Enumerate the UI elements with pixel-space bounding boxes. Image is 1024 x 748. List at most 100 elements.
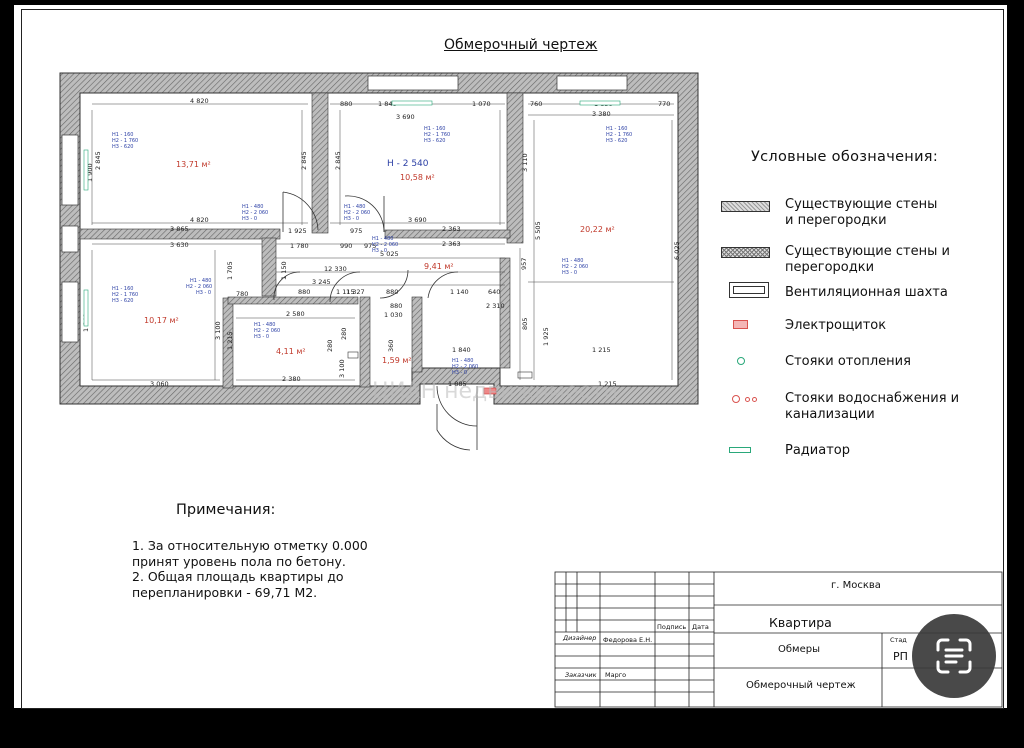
dim-label: 1 885: [448, 380, 467, 388]
dim-label: 2 845: [334, 151, 342, 170]
height-mark: Н1 - 480: [242, 204, 263, 210]
height-mark: Н1 - 480: [452, 358, 473, 364]
height-mark: Н3 - 620: [424, 138, 445, 144]
stamp-designer-name: Федорова Е.Н.: [603, 636, 653, 644]
room-areas: 13,71 м² 10,58 м² 20,22 м² 9,41 м² 10,17…: [144, 159, 615, 365]
stamp-designer-label: Дизайнер: [563, 634, 597, 642]
height-mark: Н2 - 1 760: [606, 132, 632, 138]
height-mark: Н3 - 0: [254, 334, 269, 340]
note-line: перепланировки - 69,71 М2.: [132, 585, 318, 600]
scan-text-icon: [936, 638, 972, 674]
stamp-podpis: Подпись: [657, 623, 687, 631]
dim-label: 1 705: [226, 261, 234, 280]
dim-label: 3 100: [338, 359, 346, 378]
vent-shaft-icon: [729, 282, 769, 298]
room-area: 9,41 м²: [424, 262, 454, 271]
dim-label: 2 363: [442, 225, 461, 233]
doors: [273, 191, 478, 451]
dim-label: 1 840: [452, 346, 471, 354]
plan-symbols: [83, 100, 621, 395]
electrical-panel-icon: [733, 320, 748, 329]
room-area: 1,59 м²: [382, 356, 412, 365]
dim-label: 770: [658, 100, 670, 108]
dim-label: 780: [236, 290, 248, 298]
stamp-city: г. Москва: [831, 580, 881, 591]
room-area: 10,17 м²: [144, 316, 179, 325]
legend-label: Существующие стены и: [785, 244, 950, 259]
legend-label: и перегородки: [785, 213, 887, 228]
dim-label: 1 140: [450, 288, 469, 296]
dim-label: 3 865: [170, 225, 189, 233]
dim-label: 760: [530, 100, 542, 108]
height-mark: Н3 - 0: [344, 216, 359, 222]
dim-label: 880: [386, 288, 398, 296]
scan-text-button[interactable]: [912, 614, 996, 698]
room-area: 20,22 м²: [580, 225, 615, 234]
height-mark: Н2 - 2 060: [186, 284, 212, 290]
dim-label: 4 820: [190, 216, 209, 224]
height-mark: Н2 - 2 060: [372, 242, 398, 248]
dim-label: 1 925: [288, 227, 307, 235]
room-area: 13,71 м²: [176, 160, 211, 169]
dim-label: 975: [364, 242, 376, 250]
height-mark: Н2 - 2 060: [452, 364, 478, 370]
dim-label: 2 845: [300, 151, 308, 170]
stamp-stage-value: РП: [893, 650, 908, 663]
dim-label: 360: [387, 340, 395, 352]
watermark: ЦИАН недвижимости: [372, 379, 618, 404]
legend-label: Вентиляционная шахта: [785, 285, 948, 300]
radiator-icon: [83, 289, 89, 327]
legend-label: перегородки: [785, 260, 875, 275]
hatched-wall-icon: [721, 201, 770, 212]
dim-label: 1 900: [86, 163, 94, 182]
height-mark: Н3 - 0: [372, 248, 387, 254]
dim-label: 2 310: [486, 302, 505, 310]
stamp-object: Квартира: [769, 615, 832, 630]
radiator-icon: [579, 100, 621, 106]
dim-label: 1 925: [542, 327, 550, 346]
stamp-customer-label: Заказчик: [565, 671, 597, 679]
dim-label: 2 363: [442, 240, 461, 248]
note-line: принят уровень пола по бетону.: [132, 554, 346, 569]
stamp-section: Обмеры: [778, 644, 820, 655]
dim-label: 975: [350, 227, 362, 235]
height-mark: Н2 - 1 760: [112, 138, 138, 144]
height-mark: Н1 - 160: [112, 286, 133, 292]
dim-label: 880: [298, 288, 310, 296]
dim-label: 880: [340, 100, 352, 108]
legend-label: Стояки отопления: [785, 354, 911, 369]
stamp-sheet-name: Обмерочный чертеж: [746, 680, 856, 691]
legend-label: Электрощиток: [785, 318, 887, 333]
dim-label: 3 245: [312, 278, 331, 286]
dim-label: 1 070: [472, 100, 491, 108]
dim-label: 2 580: [286, 310, 305, 318]
height-mark: Н1 - 480: [254, 322, 275, 328]
height-mark: Н1 - 160: [112, 132, 133, 138]
dim-label: 1 215: [226, 331, 234, 350]
legend-label: Радиатор: [785, 443, 850, 458]
ceiling-height-label: Н - 2 540: [387, 159, 429, 169]
dim-label: 1 215: [592, 346, 611, 354]
legend-title: Условные обозначения:: [751, 149, 939, 165]
note-line: 1. За относительную отметку 0.000: [132, 538, 368, 553]
dim-label: 5 505: [534, 221, 542, 240]
dim-label: 3 060: [150, 380, 169, 388]
dim-label: 280: [340, 328, 348, 340]
height-mark: Н2 - 1 760: [112, 292, 138, 298]
height-mark: Н1 - 480: [344, 204, 365, 210]
height-mark: Н2 - 2 060: [562, 264, 588, 270]
dim-label: 2 380: [282, 375, 301, 383]
height-mark: Н3 - 620: [112, 144, 133, 150]
dim-label: 880: [390, 302, 402, 310]
vent-shaft-icon: [347, 351, 359, 359]
dim-label: 1 030: [384, 311, 403, 319]
height-mark: Н3 - 0: [196, 290, 211, 296]
dim-label: 1 150: [280, 261, 288, 280]
room-area: 4,11 м²: [276, 347, 306, 356]
dim-label: 12 330: [324, 265, 347, 273]
dim-label: 3 690: [396, 113, 415, 121]
heating-riser-icon: [737, 357, 745, 365]
height-mark: Н3 - 0: [242, 216, 257, 222]
